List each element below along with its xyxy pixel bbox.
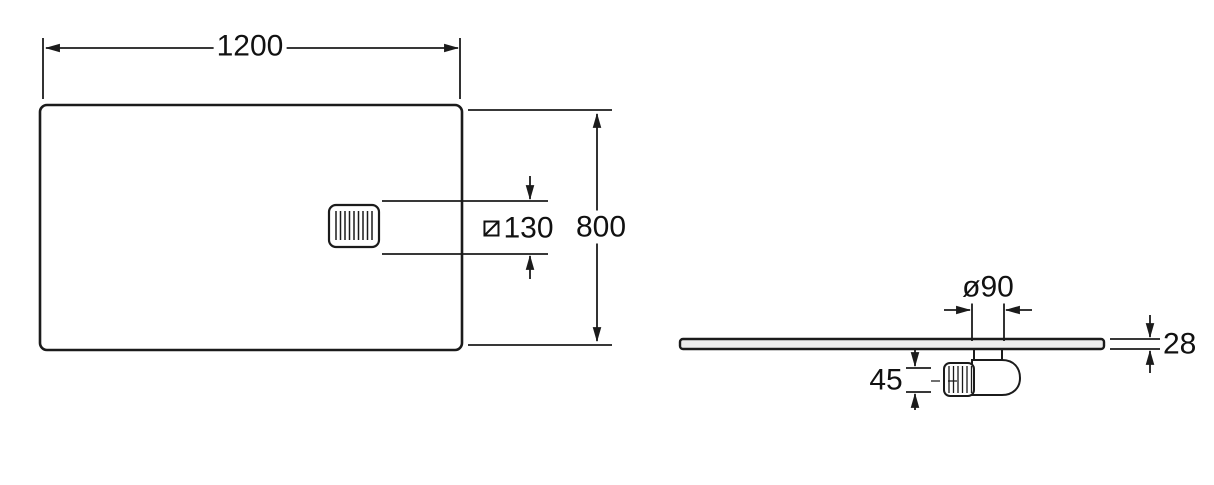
dim-45-lines xyxy=(906,350,960,410)
dim-130-label: 130 xyxy=(503,211,554,245)
dim-130-label-group: 130 xyxy=(480,211,556,245)
dim-90-lines xyxy=(944,303,1032,341)
dim-28-lines xyxy=(1110,315,1164,373)
drain-grate-icon xyxy=(327,203,381,249)
top-view xyxy=(38,38,612,352)
square-dimension-symbol-icon xyxy=(483,220,500,236)
side-tray-profile xyxy=(678,337,1106,351)
drain-trap-icon xyxy=(943,349,1022,397)
dim-diameter-90-label: ø90 xyxy=(959,270,1017,304)
dim-1200-label: 1200 xyxy=(213,29,287,63)
side-view xyxy=(678,303,1164,410)
dim-28-label: 28 xyxy=(1160,327,1200,361)
dim-800-label: 800 xyxy=(572,210,630,244)
dim-130-lines xyxy=(382,176,548,279)
dim-45-label: 45 xyxy=(866,363,906,397)
tray-outline-topview xyxy=(38,103,464,352)
